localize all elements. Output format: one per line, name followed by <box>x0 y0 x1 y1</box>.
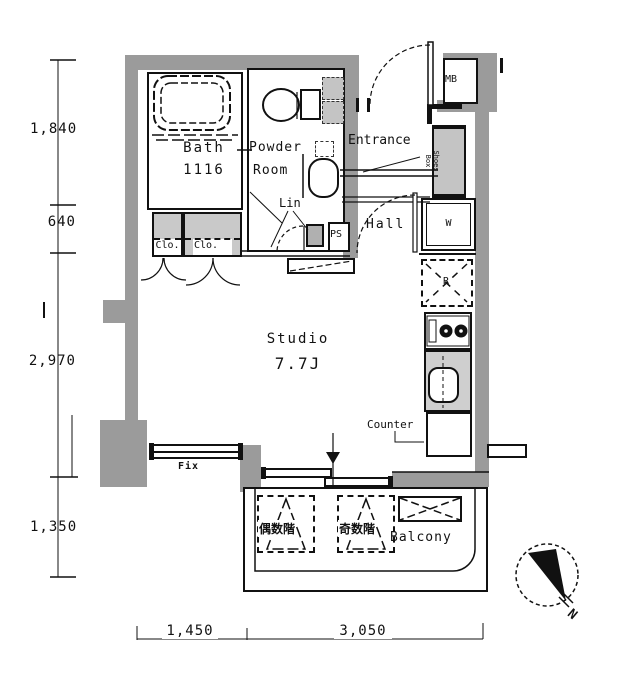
dimension-break-mark <box>43 302 45 318</box>
fix-window-label: Fix <box>178 461 200 472</box>
balcony-door-cap-left <box>261 467 266 479</box>
counter-label: Counter <box>367 418 414 431</box>
fix-window-cap-left <box>149 443 154 460</box>
wall-right <box>475 100 489 487</box>
wall-protrusion-right <box>487 444 527 458</box>
closet-door-arc-3 <box>185 257 214 286</box>
linen-shelf <box>306 224 324 247</box>
wall-left <box>125 55 138 440</box>
pipe-space-label: PS <box>330 229 343 240</box>
balcony-door-panel-2 <box>324 477 392 487</box>
closet-left-box <box>152 212 183 257</box>
toilet-tank <box>300 89 321 120</box>
shoes-box <box>432 125 466 198</box>
door-jamb-left-a <box>356 98 359 112</box>
fix-window <box>150 444 242 459</box>
mail-box-label: MB <box>445 74 458 85</box>
counter-box <box>426 412 472 457</box>
hall-label: Hall <box>366 217 406 232</box>
door-jamb-left-b <box>367 98 370 112</box>
closet-left-label-strip <box>154 239 181 255</box>
leader-counter <box>394 431 424 443</box>
closet-door-arc-2 <box>163 257 187 281</box>
shoes-box-label-line1: Shoes <box>432 150 440 172</box>
wall-left-bottom-block <box>100 420 147 487</box>
dim-left-2: 640 <box>47 214 76 230</box>
entrance-door-leaf <box>427 41 434 106</box>
mirror-cabinet <box>315 141 334 157</box>
wall-balcony-left-corner <box>240 445 261 492</box>
hall-door-leaf <box>412 192 418 253</box>
closet-left-label: Clo. <box>155 240 180 251</box>
entrance-door-swing <box>369 44 431 106</box>
closet-right-label: Clo. <box>193 240 219 251</box>
compass-tip-marks <box>558 592 574 608</box>
washer-label: W <box>445 218 452 229</box>
washer-box <box>421 198 476 251</box>
door-jamb-corner-h <box>427 104 462 109</box>
closet-right-label-strip <box>193 239 232 255</box>
toilet-cabinet-upper <box>322 77 344 100</box>
closet-left-hanger-rail <box>154 238 181 240</box>
refrigerator-space <box>421 259 473 307</box>
bath-size-label: 1116 <box>183 162 225 178</box>
wall-powder-right <box>343 67 358 258</box>
powder-room-label-2: Room <box>253 163 289 178</box>
wall-top <box>125 55 358 70</box>
bath-label: Bath <box>183 140 225 156</box>
toilet-cabinet-lower <box>322 101 344 124</box>
wall-strip-above-mb <box>443 53 497 59</box>
studio-size-label: 7.7J <box>274 354 322 373</box>
hatch-odd-label: 奇数階 <box>338 520 377 537</box>
dim-left-4: 1,350 <box>30 519 78 535</box>
refrigerator-label: R <box>443 276 450 287</box>
dim-bottom-2: 3,050 <box>334 623 392 639</box>
fix-window-mid <box>152 451 240 453</box>
powder-room-label-1: Powder <box>249 140 302 155</box>
studio-label: Studio <box>266 331 330 347</box>
dim-ticks-left <box>50 59 78 578</box>
compass-needle <box>528 549 566 601</box>
washer-inner <box>426 203 471 246</box>
balcony-crossed-unit <box>398 496 462 522</box>
shoes-box-label-line2: Box <box>424 154 432 168</box>
entrance-label: Entrance <box>348 133 411 148</box>
hall-sliding-door <box>287 258 355 274</box>
closet-right-box <box>183 212 242 257</box>
wall-top-right-corner <box>475 53 497 112</box>
leader-shoes-box <box>362 156 421 173</box>
compass-circle <box>515 543 579 607</box>
dim-bottom-1: 1,450 <box>162 623 218 639</box>
mail-box <box>443 58 478 104</box>
balcony-door-panel-1 <box>262 468 332 478</box>
closet-right-hanger-rail <box>185 238 240 240</box>
balcony-door-cap-right <box>388 476 393 488</box>
door-jamb-corner-v <box>427 104 432 124</box>
wall-bottom-right <box>392 472 489 487</box>
door-marker-triangle <box>326 452 340 464</box>
closet-door-arc-4 <box>212 257 241 286</box>
sink-box <box>424 350 472 412</box>
linen-label: Lin <box>279 196 301 210</box>
compass-north-label: N <box>564 606 580 623</box>
dim-left-3: 2,970 <box>28 353 76 369</box>
boundary-tick-mark <box>500 58 503 73</box>
hatch-even-label: 偶数階 <box>258 520 297 537</box>
fix-window-cap-right <box>238 443 243 460</box>
wall-left-bump <box>103 300 127 323</box>
closet-door-arc-1 <box>140 257 164 281</box>
dim-left-1: 1,840 <box>30 121 78 137</box>
balcony-label: Balcony <box>390 530 452 545</box>
stove-box <box>424 312 472 350</box>
